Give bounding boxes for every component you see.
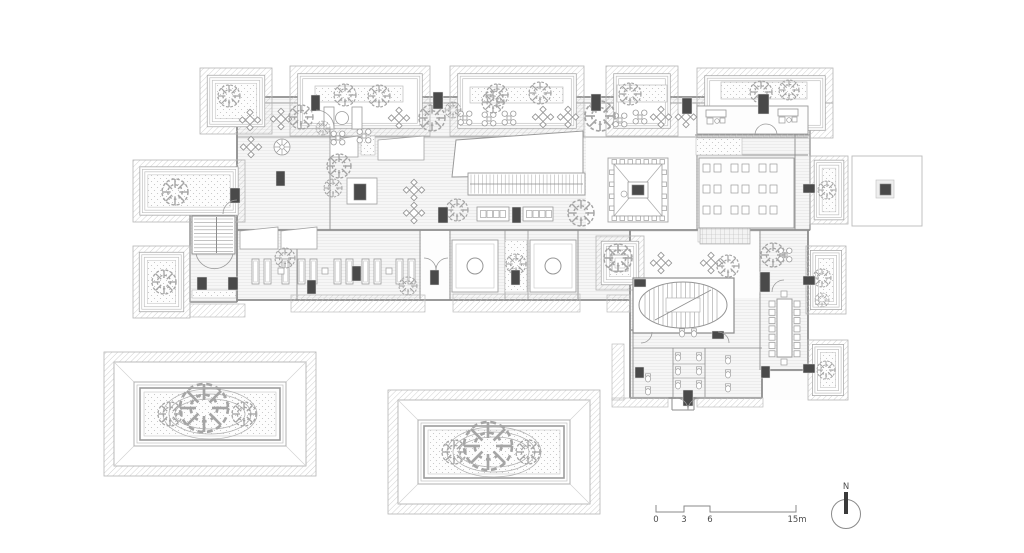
- door-marker: [590, 93, 602, 112]
- seminar-room: [698, 157, 795, 229]
- door-marker: [437, 206, 449, 224]
- toilet-icon: [725, 369, 731, 379]
- door-marker: [275, 170, 286, 187]
- door-marker: [511, 206, 522, 224]
- trellis: [699, 227, 751, 245]
- reception-counters: [476, 206, 554, 222]
- toilet-icon: [675, 352, 681, 362]
- toilet-icon: [679, 328, 685, 338]
- lounge-seating: [323, 106, 363, 130]
- west-stair: [191, 215, 236, 255]
- toilet-icon: [691, 328, 697, 338]
- door-marker: [634, 366, 645, 379]
- door-marker: [757, 93, 770, 115]
- door-marker: [802, 363, 816, 374]
- door-marker: [802, 183, 816, 194]
- toilet-icon: [696, 366, 702, 376]
- courtyards: [132, 65, 849, 401]
- north-needle-icon: [844, 492, 848, 514]
- pyramid-skylight: [607, 157, 669, 223]
- scale-bar: 0 3 6 15m: [653, 505, 807, 525]
- desk: [705, 109, 727, 125]
- scale-label-15m: 15m: [787, 515, 806, 525]
- north-arrow: N: [831, 482, 861, 529]
- door-swing-arc: [640, 331, 653, 344]
- scale-label-0: 0: [653, 515, 658, 525]
- spiral-feature: [273, 138, 291, 156]
- door-marker: [227, 276, 239, 291]
- door-markers: [196, 91, 816, 407]
- art-plinth: [346, 177, 378, 205]
- toilet-icon: [725, 355, 731, 365]
- door-swing-arc: [754, 123, 767, 136]
- door-marker: [802, 275, 816, 286]
- door-marker: [351, 265, 362, 282]
- courtyard-lightwell: [807, 339, 849, 401]
- door-swing-arc: [195, 253, 234, 269]
- furniture: [238, 105, 793, 285]
- door-swing-arc: [222, 199, 238, 215]
- toilet-icon: [696, 352, 702, 362]
- scale-label-6: 6: [707, 515, 712, 525]
- desk: [777, 108, 799, 124]
- door-marker: [229, 187, 241, 204]
- door-marker: [711, 330, 725, 340]
- door-swing-arc: [771, 279, 785, 293]
- courtyard-lightwell: [132, 245, 191, 319]
- scale-label-3: 3: [681, 515, 686, 525]
- door-swing-arc: [717, 331, 730, 344]
- door-marker: [759, 271, 771, 293]
- courtyard-lightwell: [199, 67, 273, 135]
- courtyard-lightwell: [809, 155, 849, 225]
- door-marker: [633, 278, 647, 288]
- scale-bar-line: [655, 505, 797, 513]
- door-marker: [760, 365, 771, 379]
- door-marker: [432, 91, 444, 110]
- toilet-icon: [675, 380, 681, 390]
- oval-stair: [632, 277, 735, 334]
- door-marker: [306, 279, 317, 295]
- toilet-icon: [645, 373, 651, 383]
- lotus-pond: [103, 351, 317, 477]
- door-swing-arc: [435, 257, 449, 271]
- plan-layers: [103, 65, 923, 515]
- toilet-icon: [725, 383, 731, 393]
- tea-rooms: [451, 239, 577, 293]
- pavilion: [851, 155, 923, 227]
- door-arcs: [195, 109, 785, 411]
- skylights: [239, 135, 425, 250]
- door-marker: [682, 389, 694, 407]
- meeting-room: [768, 290, 801, 366]
- door-marker: [196, 276, 208, 291]
- office: [696, 105, 809, 135]
- courtyard-lightwell: [132, 159, 246, 223]
- lotus-pond: [387, 389, 601, 515]
- courtyard-lightwell: [449, 65, 585, 137]
- door-swing-arc: [687, 397, 701, 411]
- door-swing-arc: [315, 109, 335, 129]
- door-marker: [681, 97, 693, 115]
- door-swing-arc: [765, 123, 778, 136]
- toilet-icon: [675, 366, 681, 376]
- stepped-seating: [467, 172, 586, 196]
- toilet-icon: [645, 386, 651, 396]
- north-label: N: [843, 482, 849, 492]
- door-marker: [429, 269, 440, 286]
- site-hatch: [189, 293, 764, 408]
- courtyard-lightwell: [595, 235, 645, 291]
- ponds: [103, 351, 601, 515]
- toilet-icon: [696, 380, 702, 390]
- door-marker: [510, 269, 521, 286]
- door-marker: [310, 94, 321, 112]
